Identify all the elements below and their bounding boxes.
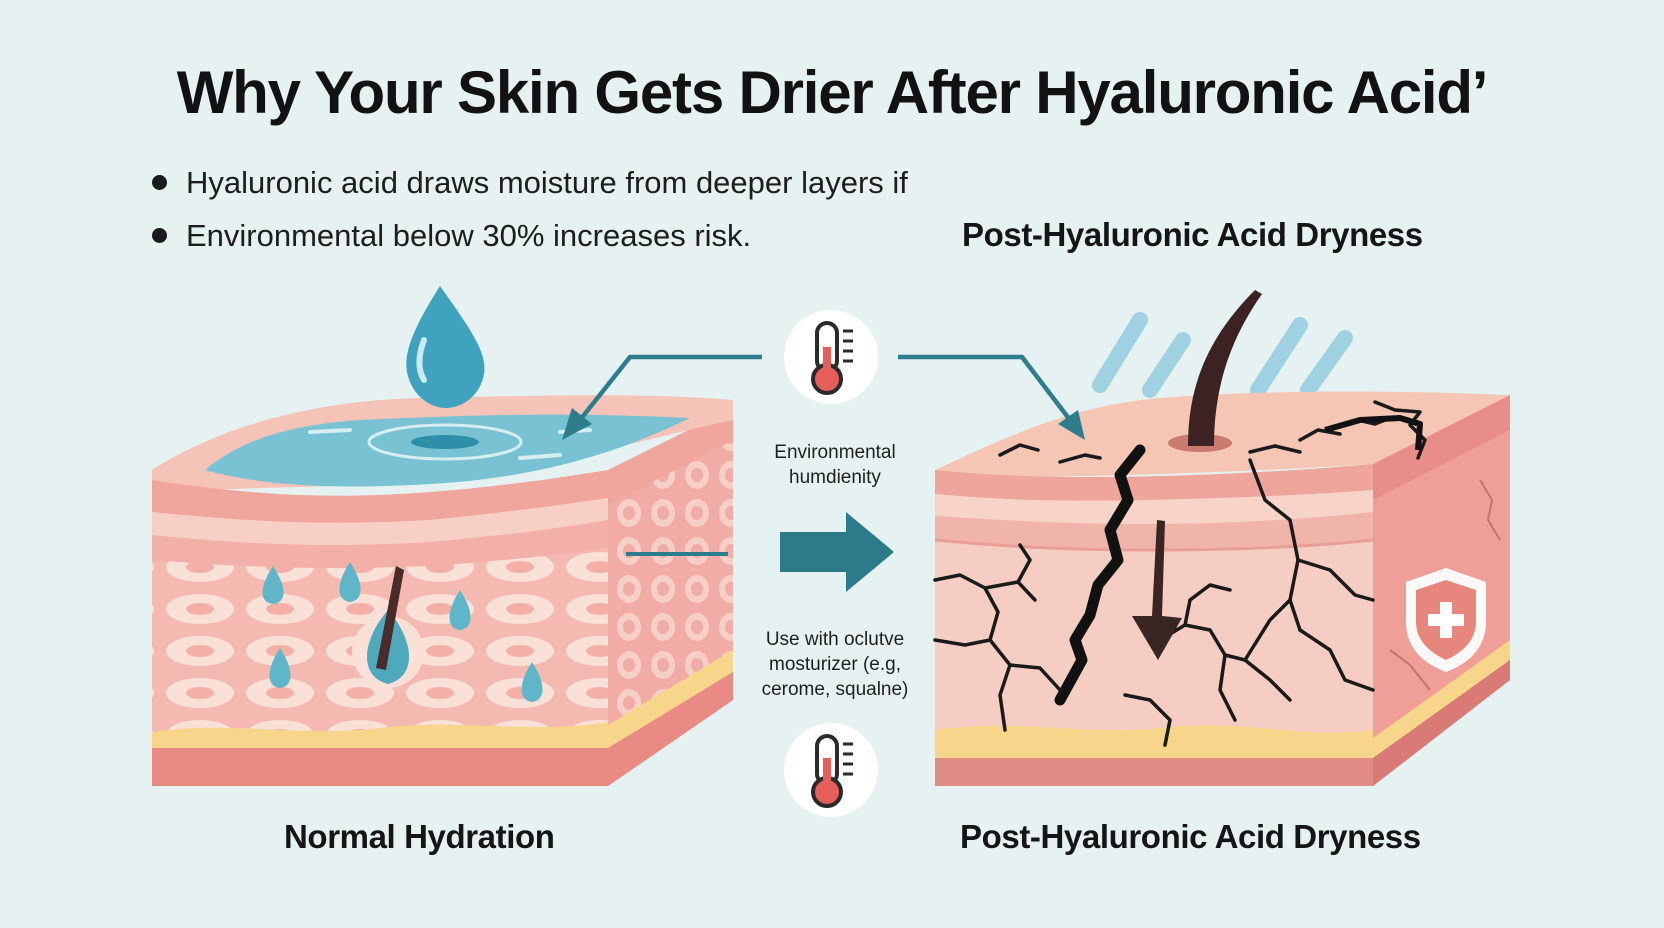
label-dryness-bottom: Post-Hyaluronic Acid Dryness <box>960 818 1421 855</box>
connector-left <box>578 354 762 422</box>
bullet-text: Hyaluronic acid draws moisture from deep… <box>186 165 908 200</box>
water-ripple-center <box>411 435 479 449</box>
left-fat-layer <box>152 722 608 748</box>
tip-line: Use with oclutve <box>765 629 905 650</box>
humidity-label: Environmental humdienity <box>725 440 945 490</box>
hair-icon <box>1188 290 1262 446</box>
left-block-side-top-band <box>608 408 733 505</box>
bullet-item: Environmental below 30% increases risk. <box>152 209 908 262</box>
water-drop-icon <box>339 562 361 602</box>
label-dryness-top: Post-Hyaluronic Acid Dryness <box>962 216 1423 253</box>
bullet-dot <box>152 228 167 243</box>
shield-plus-icon <box>1406 568 1486 672</box>
dermis-droplets <box>262 562 543 702</box>
thermometer-icon <box>784 310 878 404</box>
bullet-item: Hyaluronic acid draws moisture from deep… <box>152 156 908 209</box>
dry-air-streaks <box>1092 312 1353 398</box>
dry-skin-block <box>933 290 1510 786</box>
arrow-down-icon <box>1132 520 1182 660</box>
label-normal-hydration: Normal Hydration <box>284 818 555 855</box>
bullet-text: Environmental below 30% increases risk. <box>186 218 752 253</box>
left-block-side-base <box>608 672 733 786</box>
water-drop-icon <box>269 648 291 688</box>
left-block-side-fat <box>608 650 733 748</box>
deep-crack <box>1054 444 1146 706</box>
arrow-right-icon <box>780 512 894 592</box>
humidity-line: Environmental <box>774 442 896 463</box>
connector-right <box>898 354 1072 422</box>
moisturizer-tip: Use with oclutve mosturizer (e.g, cerome… <box>725 627 945 702</box>
center-connectors <box>562 354 1085 592</box>
water-drop-icon <box>521 662 543 702</box>
water-drop-icon <box>449 590 471 630</box>
side-cracks <box>1389 479 1501 691</box>
page-title: Why Your Skin Gets Drier After Hyaluroni… <box>176 59 1489 126</box>
normal-skin-block <box>152 286 733 786</box>
bullet-dot <box>152 175 167 190</box>
water-drop-icon <box>262 566 284 604</box>
tip-line: cerome, squalne) <box>761 679 909 700</box>
left-base-layer <box>152 748 608 786</box>
hair-icon <box>376 566 404 670</box>
bullet-list: Hyaluronic acid draws moisture from deep… <box>152 156 908 262</box>
tip-line: mosturizer (e.g, <box>769 654 901 675</box>
water-ripple <box>367 423 523 461</box>
dermis-cracks <box>933 458 1375 747</box>
thermometer-icon <box>784 723 878 817</box>
water-drop-icon <box>406 286 485 408</box>
humidity-line: humdienity <box>789 467 881 488</box>
